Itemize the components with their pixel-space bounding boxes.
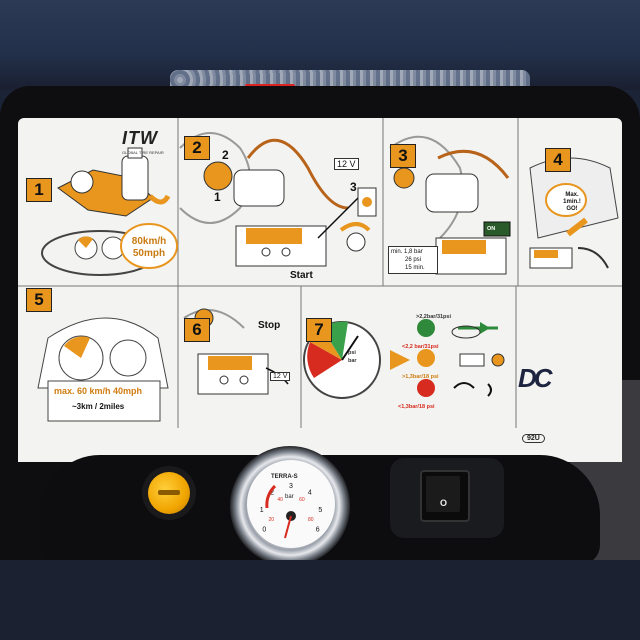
gauge-unit: bar (285, 494, 294, 500)
step-1-number: 1 (26, 178, 52, 202)
step4-max-line1: Max. (565, 192, 579, 198)
step-5-number: 5 (26, 288, 52, 312)
step7-bar-label: bar (348, 358, 357, 364)
step2-callout-1: 1 (214, 190, 221, 204)
step4-max: Max. 1min.! GO! (558, 192, 586, 213)
step1-speed: 80km/h 50mph (122, 236, 176, 260)
step5-limit: max. 60 km/h 40mph (54, 386, 143, 396)
brand-subtitle: GLOBAL TIRE REPAIR (122, 150, 164, 155)
gauge-psi-tick: 60 (299, 497, 305, 503)
step3-min-box: min. 1,8 bar 26 psi 15 min. (388, 246, 438, 274)
step2-art (179, 132, 377, 267)
gauge-bar-tick: 2 (270, 490, 274, 497)
gauge-bar-tick: 4 (308, 490, 312, 497)
step2-voltage: 12 V (334, 158, 359, 170)
step2-start-label: Start (290, 270, 313, 281)
step7-art (303, 319, 505, 399)
gauge-face: 0 1 2 3 4 5 6 20 40 60 80 TERRA-S bar (247, 460, 335, 548)
gauge-bar-tick: 3 (289, 483, 293, 490)
brand-logo: ITW (122, 128, 158, 148)
gauge-psi-tick: 20 (268, 517, 274, 523)
step3-on-label: ON (487, 226, 496, 232)
step-2-number: 2 (184, 136, 210, 160)
step4-art (529, 157, 619, 269)
step5-distance: ~3km / 2miles (72, 402, 125, 411)
step-7-number: 7 (306, 318, 332, 342)
step2-callout-2: 2 (222, 148, 229, 162)
background-bottom (0, 560, 640, 640)
step2-callout-3: 3 (350, 180, 357, 194)
step7-cond-4: <1,3bar/18 psi (398, 404, 435, 410)
gauge-bar-tick: 5 (318, 507, 322, 514)
gauge-psi-tick: 40 (277, 497, 283, 503)
power-switch-off-mark: O (440, 498, 448, 508)
power-switch-rocker (426, 476, 460, 512)
step4-max-line3: GO! (566, 206, 578, 212)
step-4-number: 4 (545, 148, 571, 172)
step1-speed-kmh: 80km/h (131, 236, 167, 247)
step4-max-line2: 1min.! (563, 199, 581, 205)
model-badge: 92U (522, 434, 545, 443)
step6-stop-label: Stop (258, 320, 281, 331)
step-6-number: 6 (184, 318, 210, 342)
gauge-bar-tick: 0 (262, 527, 266, 534)
step7-cond-1: >2,2bar/31psi (416, 314, 452, 320)
step5-art (37, 317, 169, 422)
gauge-dial: 0 1 2 3 4 5 6 20 40 60 80 (260, 483, 322, 539)
step7-psi-label: psi (348, 350, 356, 356)
step1-art (41, 147, 178, 276)
dc-logo: DC (518, 363, 553, 393)
gauge-psi-tick: 80 (308, 517, 314, 523)
step3-min: min. 1,8 bar (391, 249, 423, 255)
step1-speed-mph: 50mph (132, 248, 166, 259)
gauge-brand: TERRA-S (271, 474, 298, 480)
step-3-number: 3 (390, 144, 416, 168)
step3-art (389, 135, 511, 275)
step6-voltage: 12 V (270, 372, 291, 381)
step7-cond-2: <2,2 bar/31psi (402, 344, 439, 350)
step3-time: 15 min. (405, 265, 425, 271)
gauge-bar-tick: 6 (316, 527, 320, 534)
step3-psi: 26 psi (405, 257, 422, 263)
instruction-panel: 1 2 3 4 5 6 7 ITW GLOBAL TIRE REPAIR 80k… (18, 118, 622, 462)
deflate-button-slot (158, 490, 180, 495)
step7-cond-3: >1,3bar/18 psi (402, 374, 439, 380)
gauge-bar-tick: 1 (260, 507, 264, 514)
